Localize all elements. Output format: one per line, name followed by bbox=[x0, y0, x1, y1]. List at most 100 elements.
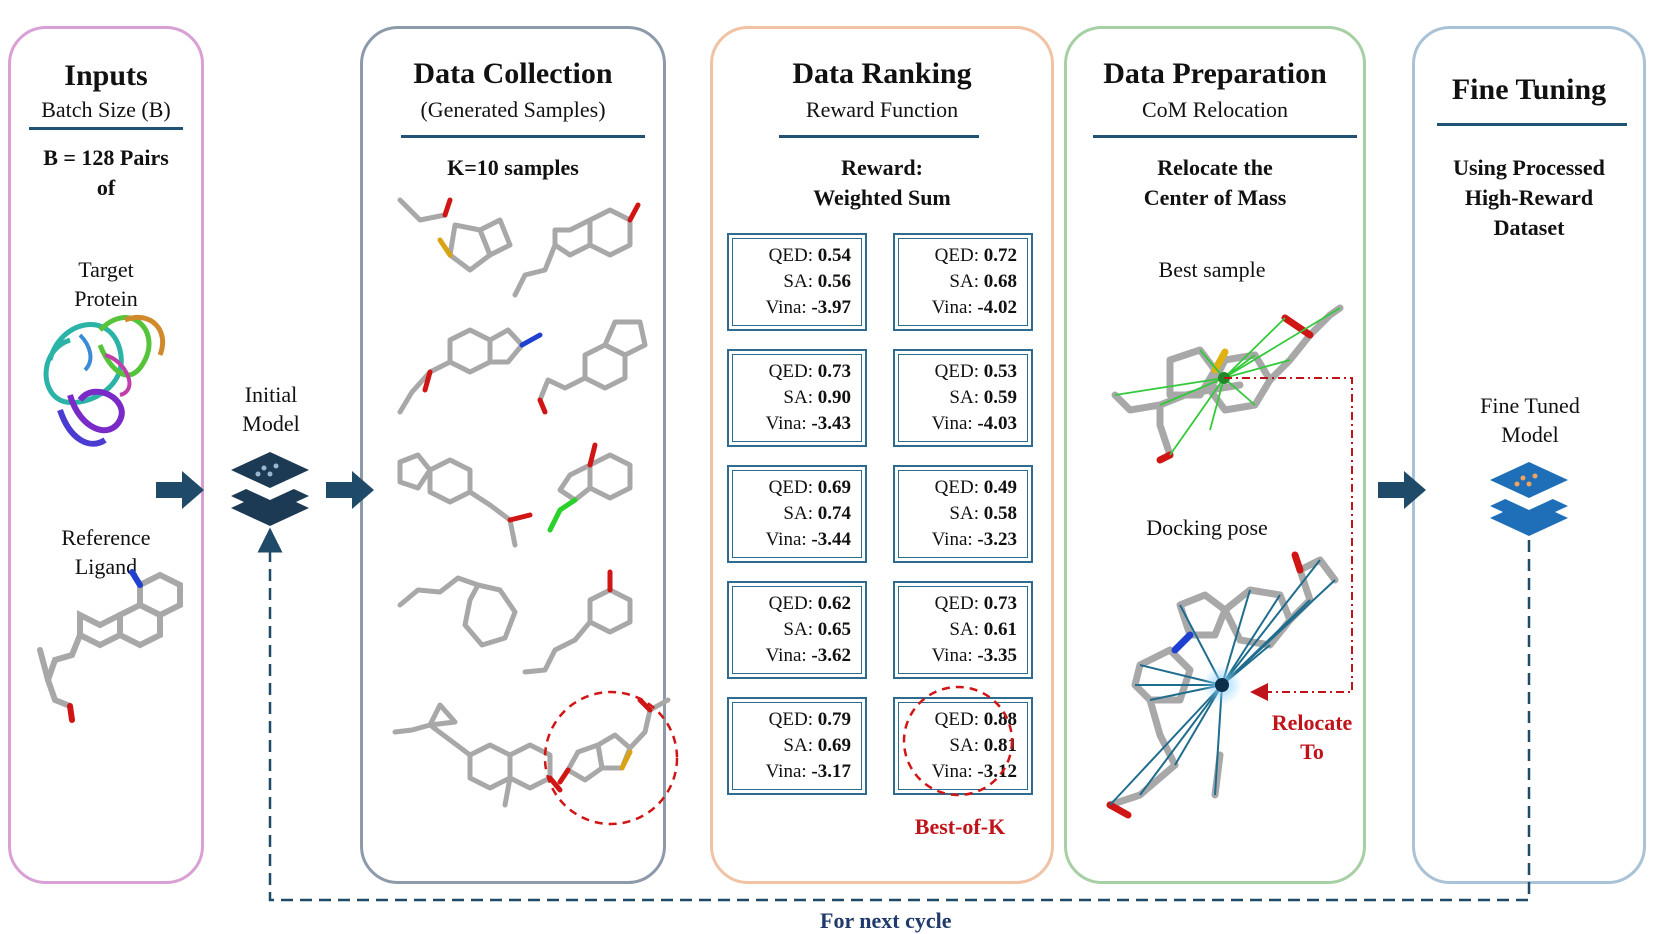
score-line-sa: SA: 0.61 bbox=[895, 617, 1017, 643]
score-value-sa: 0.65 bbox=[817, 619, 851, 640]
k-samples-text: K=10 samples bbox=[447, 155, 579, 180]
fine-tuning-rule bbox=[1437, 123, 1627, 126]
score-line-sa: SA: 0.81 bbox=[895, 733, 1017, 759]
score-label-vina: Vina: bbox=[931, 761, 973, 782]
ranking-panel: Data Ranking Reward Function Reward: Wei… bbox=[710, 26, 1054, 884]
score-value-sa: 0.61 bbox=[983, 619, 1017, 640]
score-label-qed: QED: bbox=[934, 245, 979, 266]
arrow-inputs-to-model bbox=[156, 471, 204, 509]
fine-tuned-model-label: Fine Tuned Model bbox=[1480, 393, 1580, 447]
score-value-vina: -3.43 bbox=[811, 413, 851, 434]
score-label-vina: Vina: bbox=[765, 645, 807, 666]
best-sample-label: Best sample bbox=[1158, 257, 1266, 282]
score-line-sa: SA: 0.69 bbox=[729, 733, 851, 759]
score-label-qed: QED: bbox=[768, 709, 813, 730]
inputs-subtitle: Batch Size (B) bbox=[41, 97, 171, 122]
target-protein-image bbox=[43, 314, 166, 447]
score-line-sa: SA: 0.90 bbox=[729, 385, 851, 411]
score-line-vina: Vina: -4.02 bbox=[895, 295, 1017, 321]
score-label-sa: SA: bbox=[783, 387, 813, 408]
docking-pose-molecule bbox=[1106, 551, 1339, 819]
preparation-title: Data Preparation bbox=[1103, 57, 1327, 90]
initial-model-label: Initial Model bbox=[242, 382, 300, 436]
relocate-to-label: Relocate To bbox=[1271, 710, 1353, 764]
score-label-qed: QED: bbox=[934, 709, 979, 730]
score-value-qed: 0.62 bbox=[817, 593, 851, 614]
batch-text: B = 128 Pairs of bbox=[43, 145, 169, 200]
score-value-qed: 0.54 bbox=[817, 245, 851, 266]
preparation-subtitle: CoM Relocation bbox=[1141, 97, 1289, 122]
score-line-vina: Vina: -3.17 bbox=[729, 759, 851, 785]
fine-tuning-title: Fine Tuning bbox=[1451, 73, 1607, 106]
score-line-vina: Vina: -3.35 bbox=[895, 643, 1017, 669]
score-label-sa: SA: bbox=[949, 387, 979, 408]
score-line-vina: Vina: -4.03 bbox=[895, 411, 1017, 437]
collection-subtitle: (Generated Samples) bbox=[420, 97, 606, 122]
best-of-k-circle bbox=[902, 685, 1014, 797]
feedback-loop bbox=[257, 527, 1531, 902]
score-label-qed: QED: bbox=[934, 477, 979, 498]
score-value-vina: -3.62 bbox=[811, 645, 851, 666]
score-value-vina: -4.03 bbox=[977, 413, 1017, 434]
score-line-vina: Vina: -3.44 bbox=[729, 527, 851, 553]
score-value-sa: 0.59 bbox=[983, 387, 1017, 408]
score-line-qed: QED: 0.62 bbox=[729, 591, 851, 617]
score-value-sa: 0.56 bbox=[817, 271, 851, 292]
score-label-vina: Vina: bbox=[931, 413, 973, 434]
preparation-rule bbox=[1093, 135, 1357, 138]
score-label-sa: SA: bbox=[783, 503, 813, 524]
score-value-sa: 0.81 bbox=[983, 735, 1017, 756]
inputs-panel: Inputs Batch Size (B) B = 128 Pairs of T… bbox=[8, 26, 204, 884]
score-value-vina: -3.17 bbox=[811, 761, 851, 782]
score-label-qed: QED: bbox=[768, 477, 813, 498]
score-label-sa: SA: bbox=[783, 619, 813, 640]
score-value-qed: 0.53 bbox=[983, 361, 1017, 382]
reference-ligand-image bbox=[37, 569, 183, 723]
score-line-sa: SA: 0.68 bbox=[895, 269, 1017, 295]
score-label-vina: Vina: bbox=[765, 297, 807, 318]
next-cycle-label: For next cycle bbox=[820, 908, 952, 933]
inputs-title: Inputs bbox=[64, 59, 148, 92]
best-sample-circle bbox=[543, 690, 679, 826]
score-line-vina: Vina: -3.43 bbox=[729, 411, 851, 437]
score-label-vina: Vina: bbox=[765, 761, 807, 782]
score-line-qed: QED: 0.73 bbox=[895, 591, 1017, 617]
score-label-qed: QED: bbox=[768, 361, 813, 382]
score-line-qed: QED: 0.72 bbox=[895, 243, 1017, 269]
generated-molecules bbox=[392, 197, 671, 808]
score-label-sa: SA: bbox=[949, 271, 979, 292]
ranking-title: Data Ranking bbox=[792, 57, 972, 90]
dataset-text: Using Processed High-Reward Dataset bbox=[1453, 155, 1605, 240]
score-line-vina: Vina: -3.23 bbox=[895, 527, 1017, 553]
initial-model-icon bbox=[231, 452, 309, 526]
score-value-qed: 0.49 bbox=[983, 477, 1017, 498]
score-value-vina: -3.35 bbox=[977, 645, 1017, 666]
ranking-rule bbox=[779, 135, 979, 138]
score-line-sa: SA: 0.56 bbox=[729, 269, 851, 295]
score-value-sa: 0.74 bbox=[817, 503, 851, 524]
reference-ligand-label: Reference Ligand bbox=[61, 525, 151, 579]
best-of-k-label: Best-of-K bbox=[914, 814, 1006, 839]
score-label-vina: Vina: bbox=[765, 529, 807, 550]
collection-title: Data Collection bbox=[413, 57, 613, 90]
score-value-qed: 0.73 bbox=[983, 593, 1017, 614]
arrow-preparation-to-fine bbox=[1378, 471, 1426, 509]
score-line-qed: QED: 0.54 bbox=[729, 243, 851, 269]
score-value-qed: 0.69 bbox=[817, 477, 851, 498]
target-protein-label: Target Protein bbox=[74, 257, 138, 311]
ranking-subtitle: Reward Function bbox=[805, 97, 959, 122]
score-label-sa: SA: bbox=[949, 619, 979, 640]
preparation-panel: Data Preparation CoM Relocation Relocate… bbox=[1064, 26, 1366, 884]
score-value-qed: 0.72 bbox=[983, 245, 1017, 266]
score-label-vina: Vina: bbox=[931, 645, 973, 666]
score-line-sa: SA: 0.65 bbox=[729, 617, 851, 643]
score-value-qed: 0.79 bbox=[817, 709, 851, 730]
